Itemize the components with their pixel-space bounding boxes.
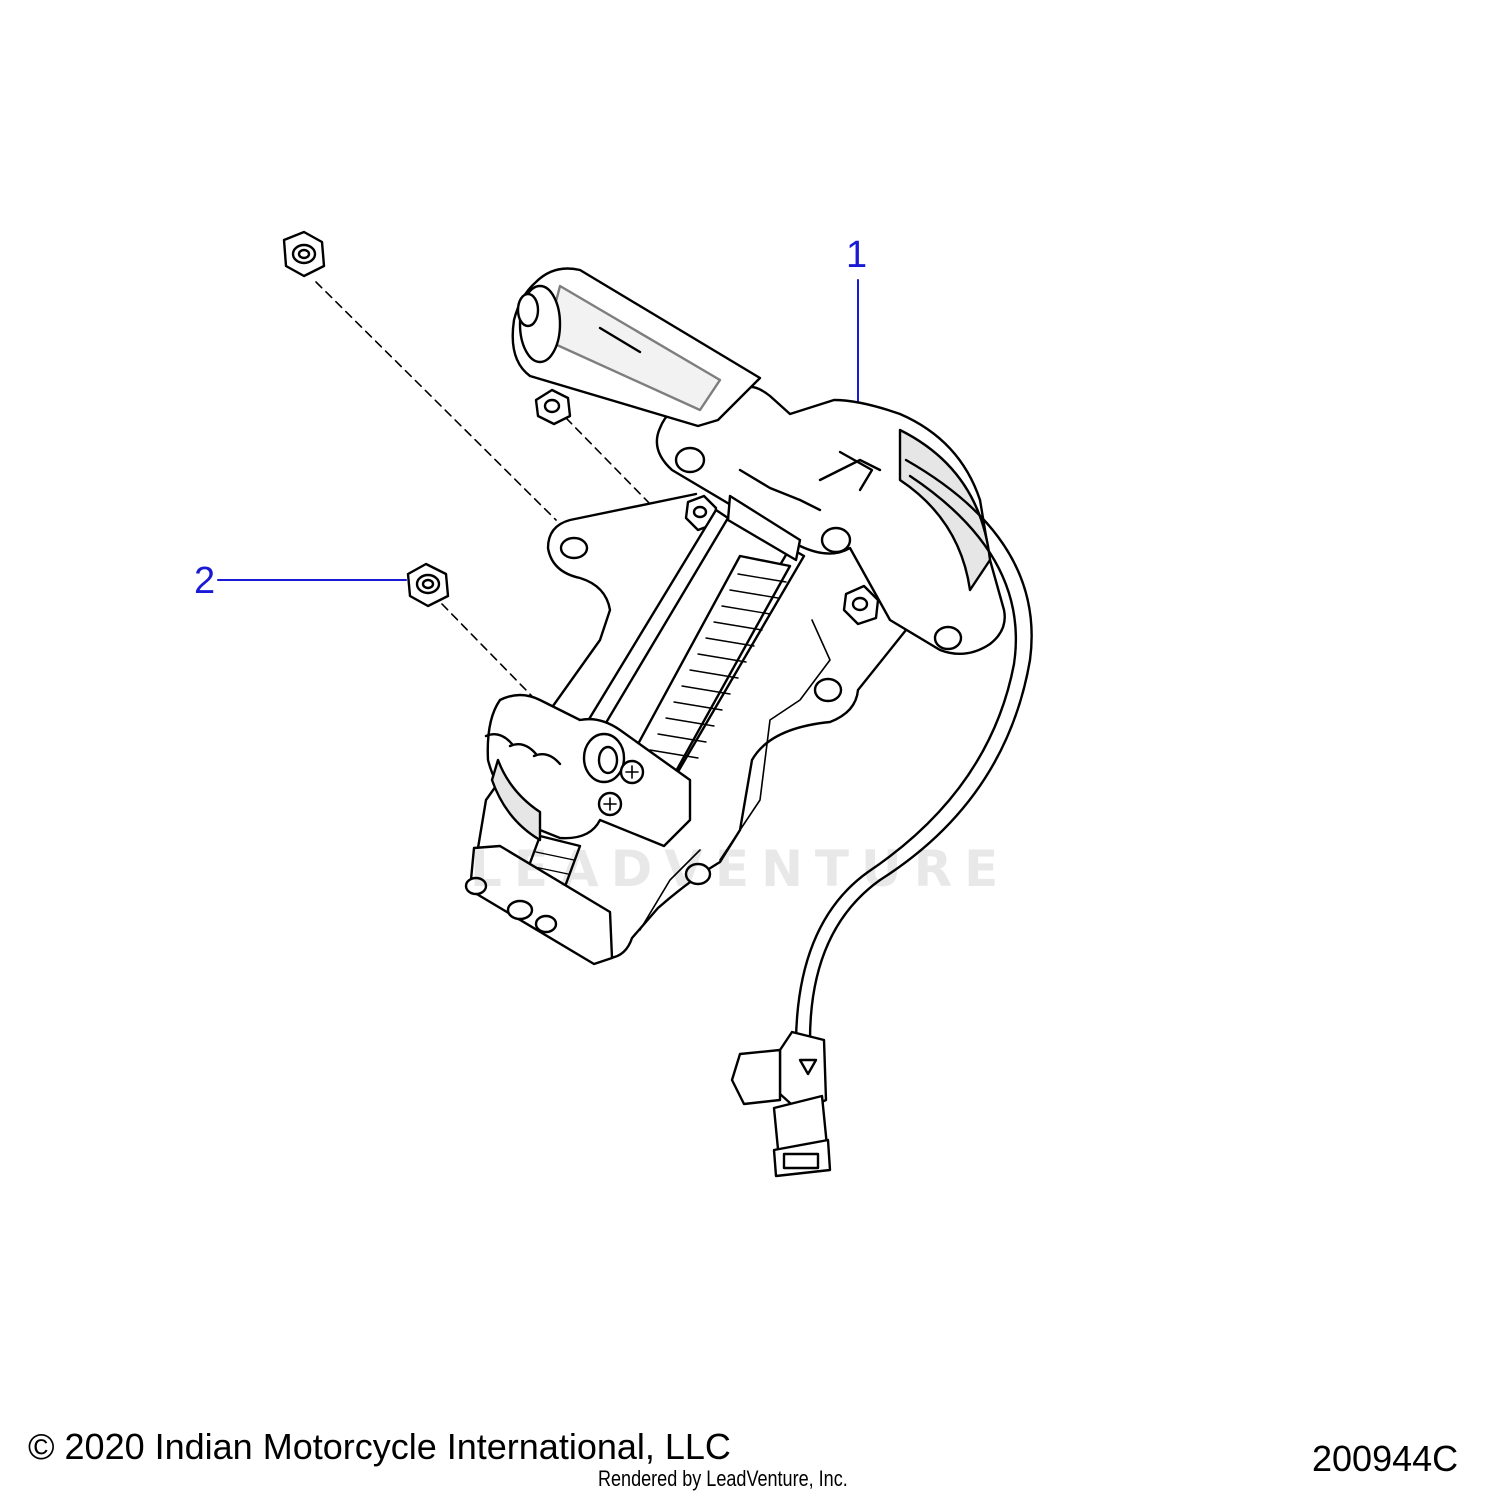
- slider-carriage: [484, 693, 692, 848]
- end-block: [464, 844, 614, 966]
- electrical-connector: [730, 1030, 832, 1178]
- motor-bracket-nut: [842, 584, 880, 626]
- figure-number: 200944C: [1312, 1438, 1459, 1479]
- watermark: LEADVENTURE: [470, 840, 1011, 898]
- flange-nut-upper: [282, 230, 326, 278]
- wire-harness: [794, 458, 1033, 1042]
- flange-nut-lower: [406, 562, 450, 608]
- callout-number-2: 2: [194, 560, 216, 602]
- copyright-notice: © 2020 Indian Motorcycle International, …: [28, 1426, 731, 1467]
- callout-number-1: 1: [846, 234, 868, 276]
- rendered-by-credit: Rendered by LeadVenture, Inc.: [598, 1466, 848, 1491]
- electric-motor: [511, 267, 762, 428]
- motor-nut: [534, 388, 572, 426]
